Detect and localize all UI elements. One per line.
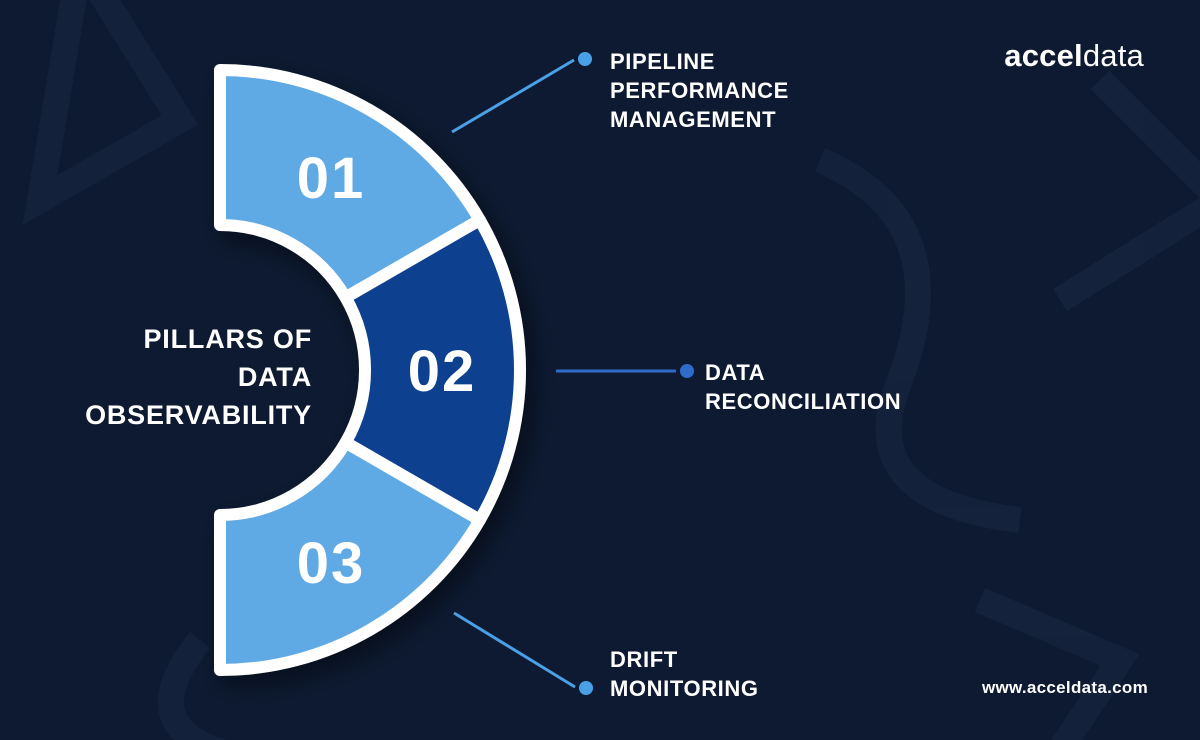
- segment-number-02: 02: [408, 339, 477, 404]
- brand-logo-accel: accel: [1004, 38, 1083, 73]
- callout-dot-reconciliation: [680, 364, 694, 378]
- donut-segment-03: [214, 436, 486, 676]
- brand-logo: acceldata: [1004, 38, 1144, 74]
- brand-logo-data: data: [1082, 38, 1144, 73]
- callout-pipeline-line-1: PIPELINE: [610, 49, 716, 74]
- donut-numbers: 01 02 03: [297, 146, 477, 596]
- page-title-line-3: OBSERVABILITY: [85, 400, 312, 430]
- callout-reconciliation-line-2: RECONCILIATION: [705, 389, 902, 414]
- callout-lines: [451, 52, 694, 695]
- segment-number-01: 01: [297, 146, 366, 211]
- callout-dot-drift: [579, 681, 593, 695]
- callout-label-drift: DRIFT MONITORING: [610, 645, 759, 703]
- callout-drift-line-1: DRIFT: [610, 647, 678, 672]
- callout-label-reconciliation: DATA RECONCILIATION: [705, 358, 901, 416]
- segment-number-03: 03: [297, 531, 366, 596]
- donut-chart: [214, 64, 526, 676]
- website-url: www.acceldata.com: [981, 678, 1148, 697]
- page-title-line-2: DATA: [237, 362, 312, 392]
- callout-reconciliation-line-1: DATA: [705, 360, 766, 385]
- page-title-line-1: PILLARS OF: [143, 324, 312, 354]
- background-pattern: [22, 0, 1200, 740]
- callout-pipeline-line-3: MANAGEMENT: [610, 107, 777, 132]
- donut-segment-01: [214, 64, 486, 304]
- callout-drift-line-2: MONITORING: [610, 676, 759, 701]
- callout-label-pipeline: PIPELINE PERFORMANCE MANAGEMENT: [610, 47, 789, 134]
- page-title: PILLARS OF DATA OBSERVABILITY: [10, 320, 312, 434]
- callout-dot-pipeline: [578, 52, 592, 66]
- donut-segment-02: [339, 214, 526, 526]
- callout-pipeline-line-2: PERFORMANCE: [610, 78, 789, 103]
- callout-line-drift: [453, 611, 576, 689]
- callout-line-pipeline: [451, 58, 575, 134]
